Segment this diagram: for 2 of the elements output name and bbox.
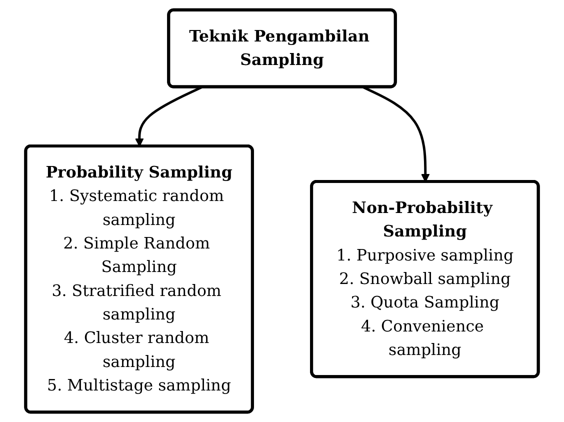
arrow (135, 86, 202, 147)
arrow (362, 86, 430, 182)
